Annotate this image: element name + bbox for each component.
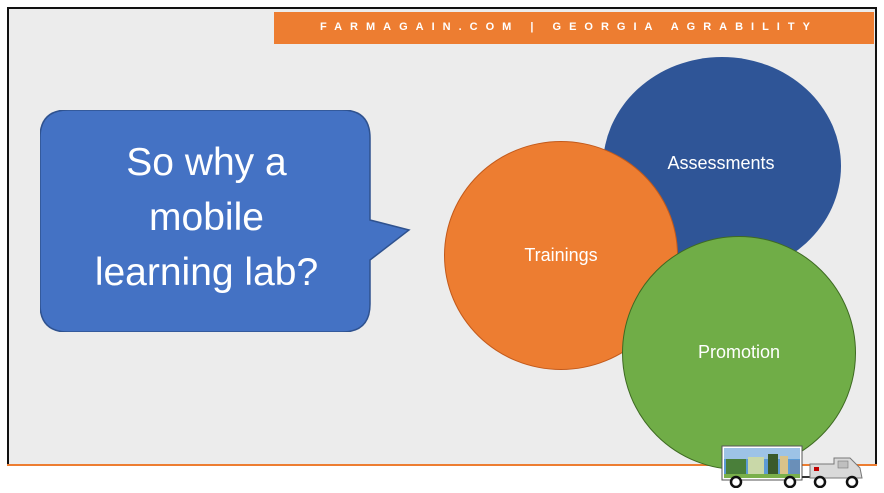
- truck-trailer-icon: [716, 444, 876, 489]
- circle-trainings-label: Trainings: [524, 245, 598, 265]
- circle-assessments-label: Assessments: [667, 152, 775, 173]
- speech-bubble-shape: [39, 109, 411, 333]
- circle-promotion-label: Promotion: [697, 341, 781, 362]
- circle-promotion: Promotion: [622, 236, 856, 470]
- speech-callout: [39, 109, 440, 333]
- truck-trailer-graphic: [721, 445, 863, 489]
- bottom-divider: [7, 464, 877, 466]
- callout-question: So why a mobile learning lab?: [94, 141, 319, 294]
- header-banner-text: FARMAGAIN.COM | GEORGIA AGRABILITY: [320, 21, 818, 33]
- header-banner: FARMAGAIN.COM | GEORGIA AGRABILITY: [274, 12, 874, 44]
